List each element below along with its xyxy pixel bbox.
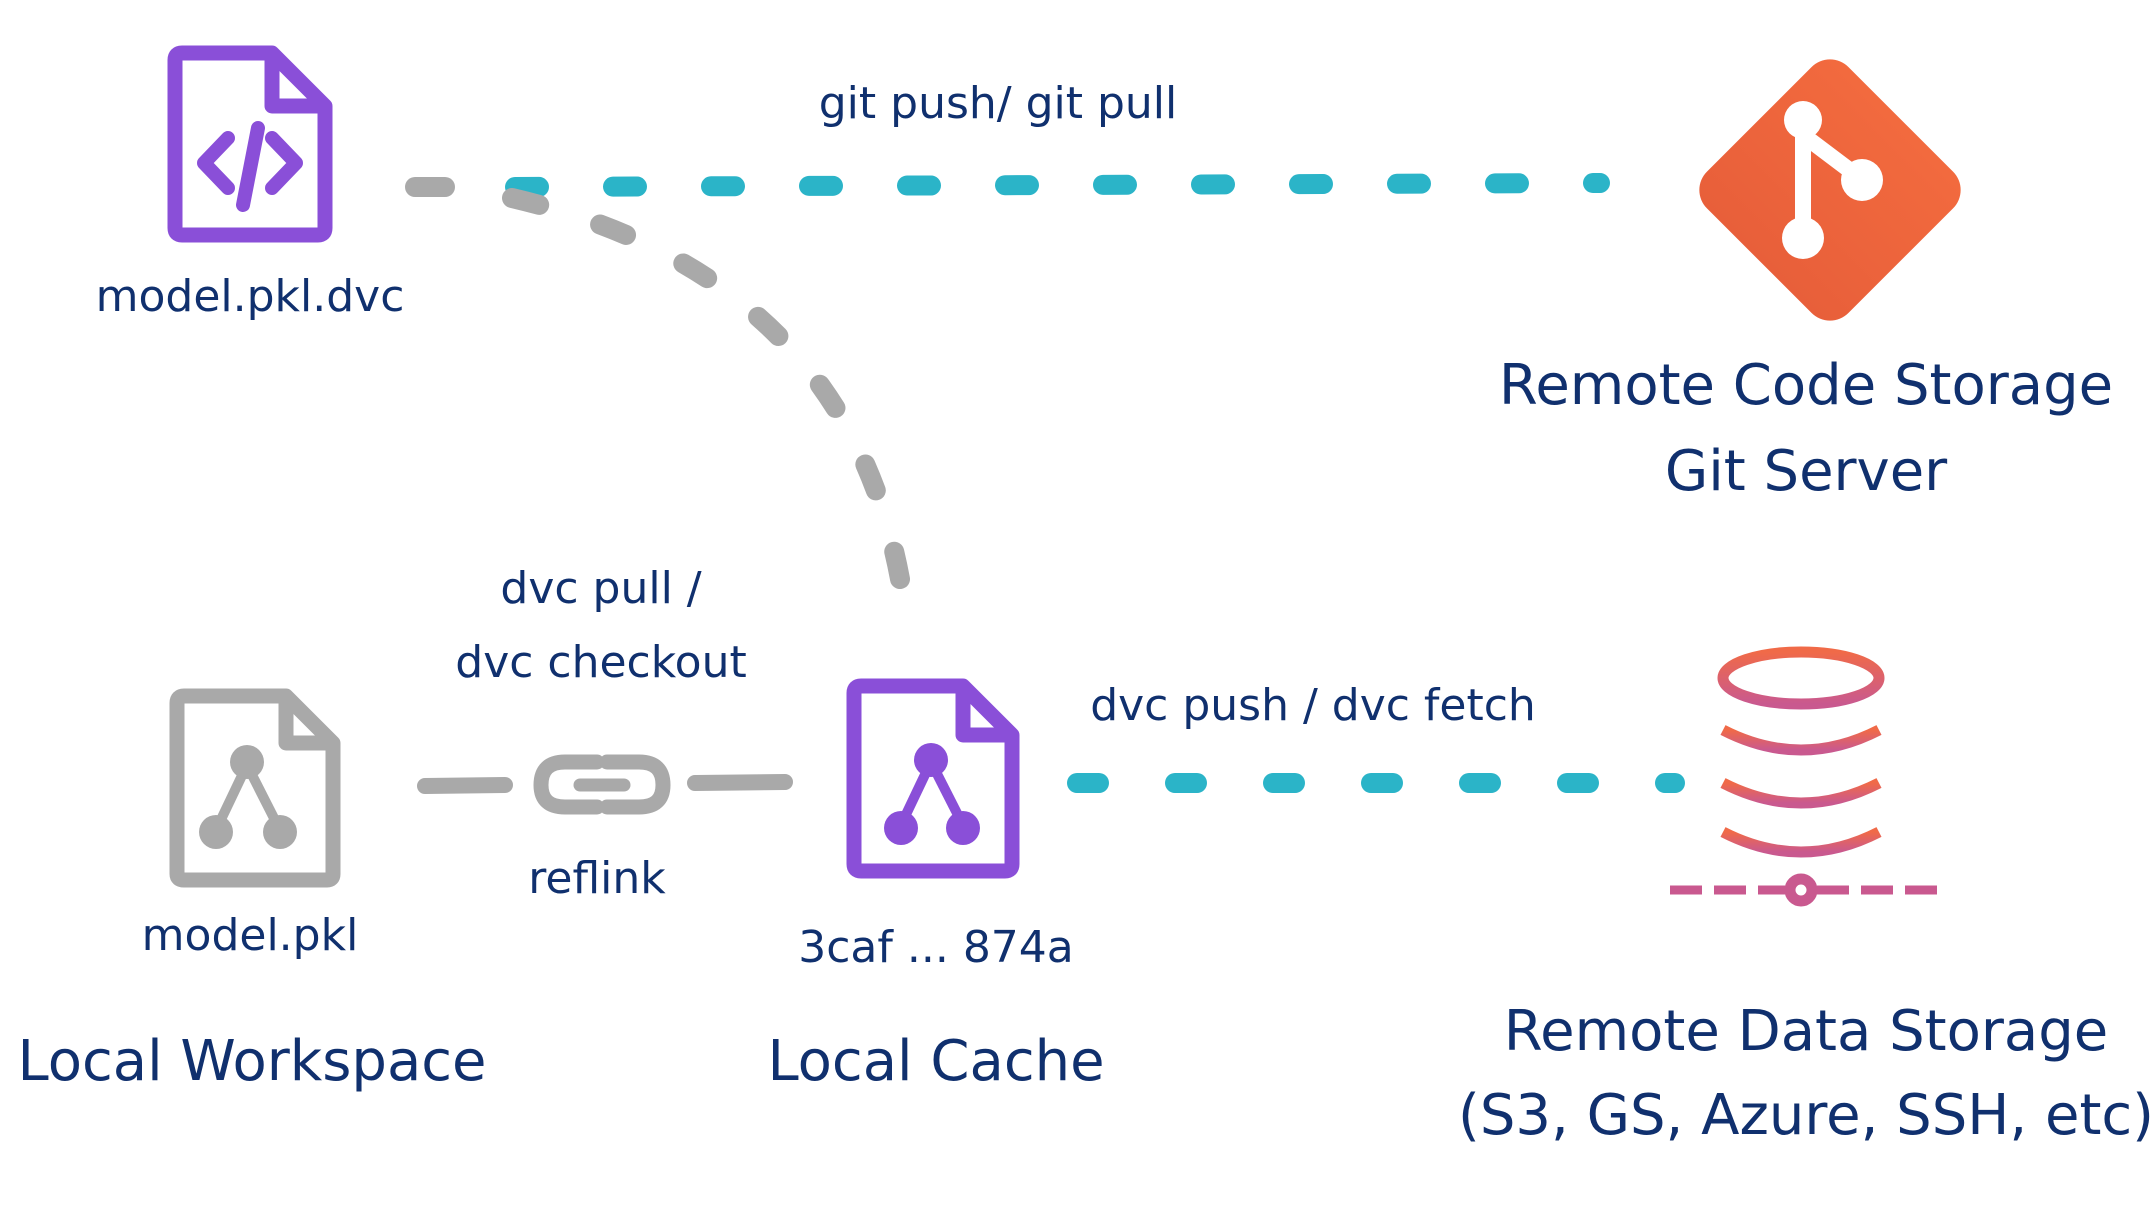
dvc-push-fetch-label: dvc push / dvc fetch	[1090, 680, 1536, 731]
code-file-icon	[167, 45, 333, 243]
git-server-subtitle: Git Server	[1664, 439, 1948, 504]
workspace-to-reflink-line	[417, 777, 513, 794]
dvc-pull-label: dvc pull /	[500, 563, 702, 614]
database-icon	[1670, 646, 1940, 907]
remote-data-storage-title: Remote Data Storage	[1503, 999, 2109, 1064]
cache-hash-label: 3caf ... 874a	[798, 922, 1074, 973]
workspace-data-file-icon	[169, 688, 341, 888]
cache-data-file-icon	[846, 678, 1020, 879]
dvc-checkout-label: dvc checkout	[455, 637, 747, 688]
git-push-pull-label: git push/ git pull	[818, 78, 1178, 129]
reflink-label: reflink	[528, 853, 666, 904]
dvc-file-label: model.pkl.dvc	[95, 271, 405, 322]
remote-code-storage-title: Remote Code Storage	[1498, 353, 2114, 418]
git-logo-icon	[1699, 59, 1961, 321]
link-icon	[533, 754, 671, 815]
local-cache-title: Local Cache	[767, 1029, 1105, 1094]
remote-data-storage-subtitle: (S3, GS, Azure, SSH, etc)	[1457, 1083, 2154, 1148]
model-pkl-label: model.pkl	[141, 910, 359, 961]
local-workspace-title: Local Workspace	[17, 1029, 487, 1094]
git-push-pull-line	[505, 173, 1610, 197]
dvc-file-to-cache-curve	[502, 188, 915, 620]
reflink-to-cache-line	[687, 774, 793, 791]
